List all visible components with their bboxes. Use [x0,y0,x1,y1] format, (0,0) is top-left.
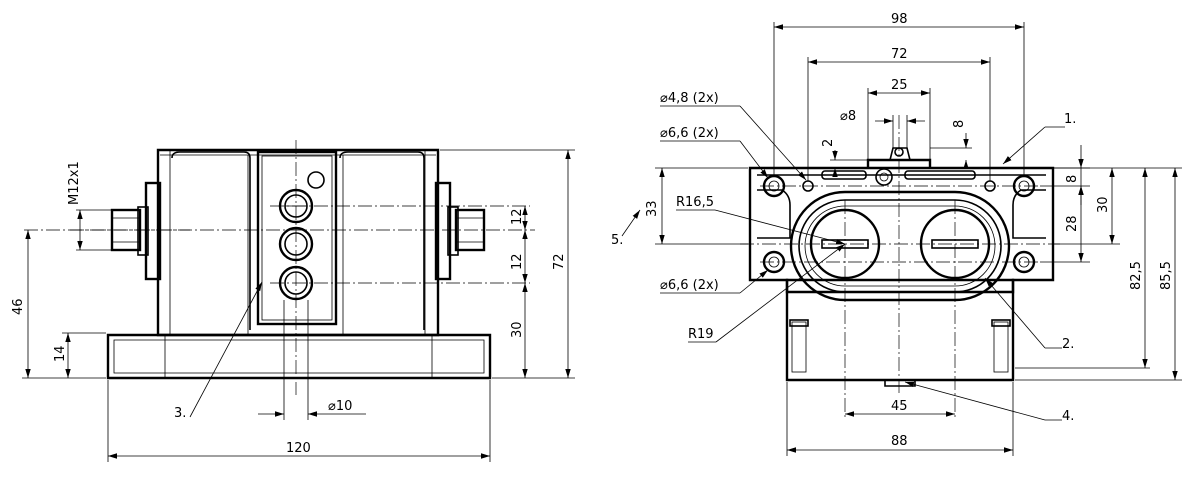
center-block [256,150,338,326]
dim-25: 25 [891,78,908,93]
label-hole-48: ⌀4,8 (2x) [660,91,719,106]
housing [156,148,440,337]
dim-88: 88 [891,434,908,449]
dim-bore: ⌀10 [328,399,352,414]
connector-right [434,181,486,281]
dim-14: 14 [53,345,68,362]
dim-12-bottom: 12 [510,253,525,270]
dim-8-top: 8 [952,120,967,128]
callout-3: 3. [174,406,186,421]
front-view: 98 72 25 ⌀8 2 8 ⌀4,8 (2x) ⌀6,6 (2x) [611,12,1182,456]
lower-body [785,278,1015,382]
dim-12-top: 12 [510,208,525,225]
flange [748,166,1055,294]
dim-825: 82,5 [1129,261,1144,290]
dim-72: 72 [552,253,567,270]
dim-46: 46 [11,298,26,315]
dim-28: 28 [1065,215,1080,232]
oval-housing [789,190,1011,302]
dim-30-right: 30 [1096,196,1111,213]
callout-2: 2. [1062,337,1074,352]
dim-45: 45 [891,399,908,414]
label-hole-66-bottom: ⌀6,6 (2x) [660,278,719,293]
label-radius-19: R19 [688,327,714,342]
dim-2: 2 [821,139,836,147]
dim-72-right: 72 [891,47,908,62]
dim-120: 120 [286,441,311,456]
dim-thread: M12x1 [67,161,82,205]
label-radius-165: R16,5 [676,195,714,210]
label-hole-66-top: ⌀6,6 (2x) [660,126,719,141]
dim-33: 33 [645,200,660,217]
callout-5: 5. [611,233,623,248]
callout-4: 4. [1062,409,1074,424]
dim-855: 85,5 [1159,261,1174,290]
connector-left [110,181,162,281]
dim-98: 98 [891,12,908,27]
dim-pin-8: ⌀8 [840,109,856,124]
dim-8-right: 8 [1065,175,1080,183]
dim-30: 30 [510,321,525,338]
side-view: 120 72 12 12 30 46 14 M12x1 ⌀10 [11,140,575,462]
callout-1: 1. [1064,112,1076,127]
small-hole [307,171,325,189]
